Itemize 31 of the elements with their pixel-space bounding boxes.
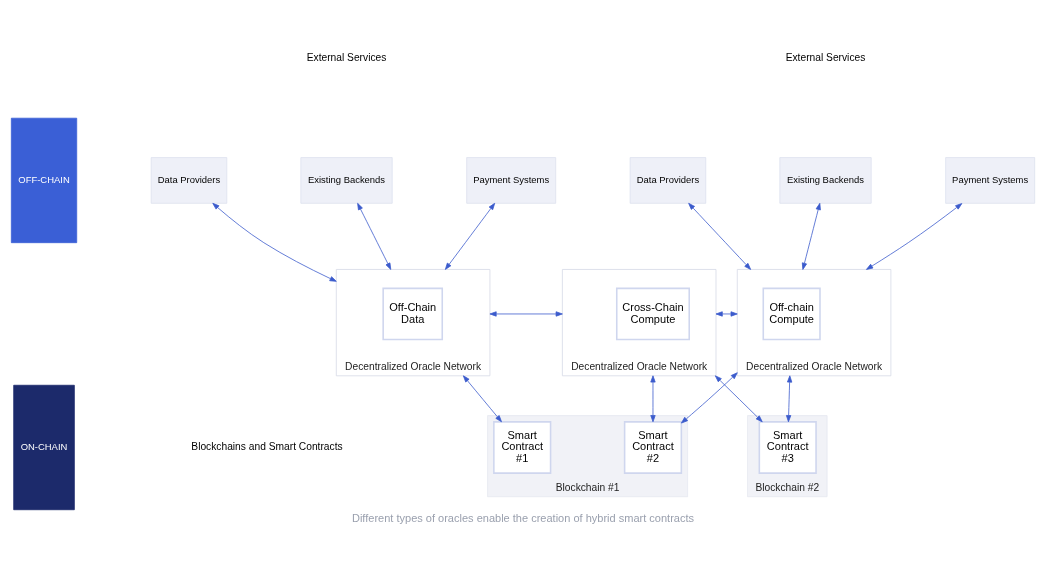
node-box: Smart Contract #1 — [493, 421, 552, 474]
arrow — [212, 202, 337, 282]
arrow — [650, 375, 656, 423]
label: Blockchains and Smart Contracts — [191, 441, 343, 453]
arrow — [462, 375, 502, 423]
arrow — [786, 375, 793, 423]
label: External Services — [306, 52, 387, 64]
node-box: Smart Contract #3 — [758, 421, 817, 474]
node-box: Existing Backends — [300, 157, 393, 204]
arrow — [357, 202, 392, 270]
arrow — [489, 311, 563, 317]
arrow — [688, 202, 752, 270]
node-box: OFF-CHAIN — [10, 117, 78, 244]
node-box: Payment Systems — [466, 157, 557, 204]
node-box: Data Providers — [629, 157, 707, 204]
node-box: Smart Contract #2 — [623, 421, 683, 474]
node-box: ON-CHAIN — [13, 384, 75, 511]
node-box: Existing Backends — [779, 157, 872, 204]
node-box: Data Providers — [150, 157, 228, 204]
node-box: Off-Chain Data — [382, 287, 444, 341]
label: External Services — [785, 52, 866, 64]
arrow — [714, 375, 763, 423]
arrow — [801, 202, 821, 270]
arrow — [715, 311, 738, 317]
node-box: Cross-Chain Compute — [615, 287, 690, 341]
node-box: Payment Systems — [945, 157, 1036, 204]
arrow — [444, 202, 496, 270]
arrow — [866, 203, 963, 270]
arrow — [681, 372, 738, 424]
caption: Different types of oracles enable the creation of hybrid smart contracts — [351, 511, 695, 524]
node-box: Off-chain Compute — [762, 287, 821, 341]
